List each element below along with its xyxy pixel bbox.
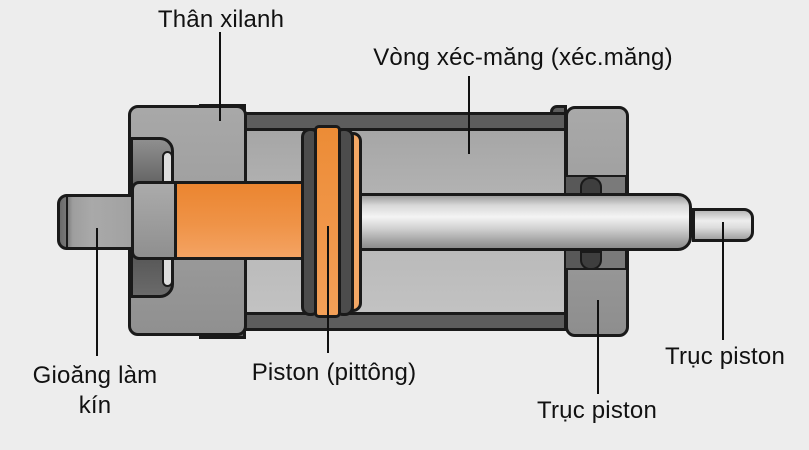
label-piston-ring: Vòng xéc-măng (xéc.măng)	[373, 44, 673, 71]
label-piston: Piston (pittông)	[251, 359, 417, 386]
piston-rod	[338, 193, 692, 251]
leader-line-piston	[327, 226, 329, 353]
label-cylinder-body: Thân xilanh	[157, 6, 285, 33]
barrel-top-wall	[234, 112, 567, 131]
label-rod-right: Trục piston	[664, 343, 786, 370]
rear-shaft-stub	[57, 194, 134, 250]
leader-line-rod-right	[722, 222, 724, 340]
leader-line-piston-ring	[468, 76, 470, 154]
rod-seal-ring-bottom	[580, 251, 602, 270]
leader-line-rod-bottom	[597, 300, 599, 394]
rod-gland-block	[131, 181, 178, 260]
barrel-bottom-wall	[234, 312, 567, 331]
rear-shaft-stub-cap	[57, 194, 68, 250]
piston-back-rod	[174, 181, 311, 260]
leader-line-seal	[96, 228, 98, 356]
label-seal: Gioăng làm kín	[32, 362, 158, 419]
leader-line-cylinder-body	[219, 32, 221, 121]
label-rod-bottom: Trục piston	[536, 397, 658, 424]
